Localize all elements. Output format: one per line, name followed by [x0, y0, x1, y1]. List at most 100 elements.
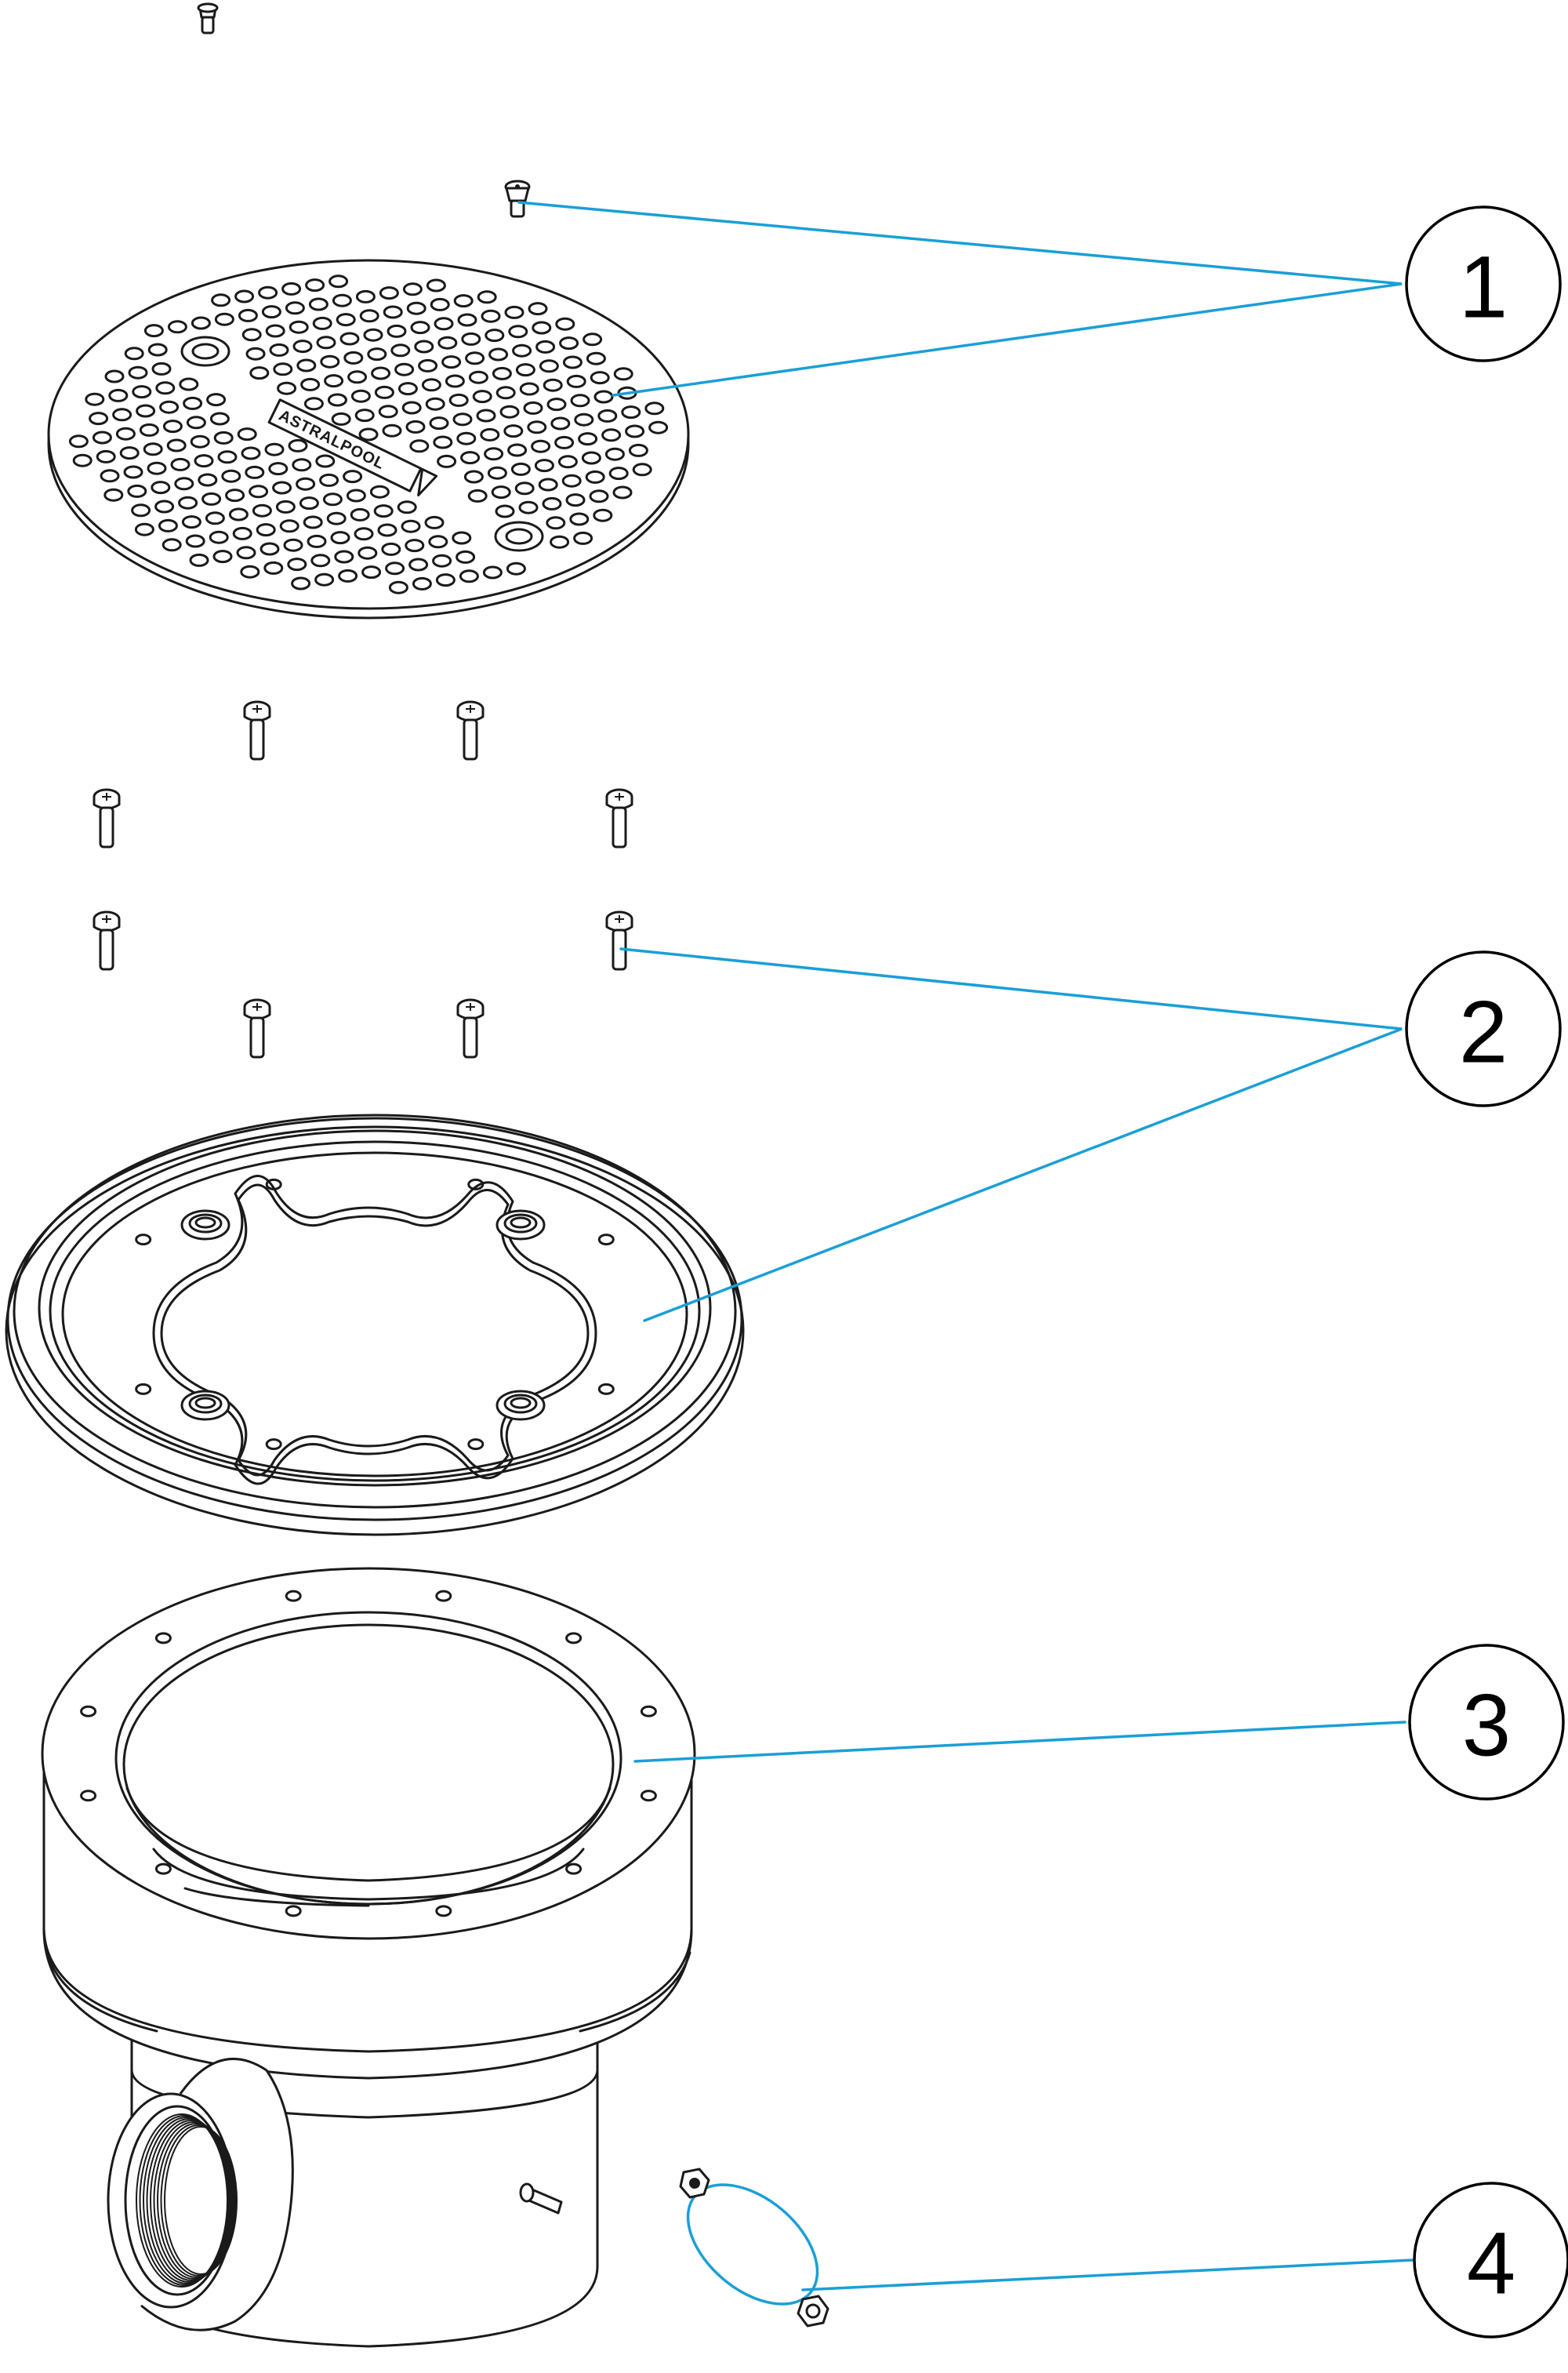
- grate-hole: [569, 512, 590, 526]
- grate-hole: [316, 336, 336, 350]
- grate-hole: [347, 370, 368, 384]
- grate-hole: [307, 534, 327, 548]
- grate-hole: [385, 561, 405, 576]
- grate-hole: [484, 447, 504, 461]
- grate-hole: [217, 450, 238, 464]
- grate-hole: [162, 420, 183, 434]
- frame-screw: [93, 910, 121, 971]
- grate-hole: [550, 416, 571, 431]
- grate-hole: [437, 454, 457, 468]
- grate-hole: [275, 500, 296, 514]
- grate-hole: [104, 369, 125, 383]
- flange-hole: [565, 1862, 583, 1875]
- grate-hole: [589, 489, 609, 503]
- drain-body: [41, 1567, 696, 2348]
- grate-hole: [283, 538, 303, 552]
- grate-hole: [112, 408, 132, 422]
- grate-hole: [518, 500, 539, 514]
- grate-hole: [147, 461, 167, 475]
- grate-hole: [272, 481, 292, 495]
- grate-hole: [435, 573, 456, 587]
- leader-2: [619, 947, 1403, 1322]
- grate-screw: [504, 180, 531, 218]
- grate-hole: [583, 333, 603, 347]
- grate-hole: [241, 446, 261, 460]
- grate-hole: [181, 515, 201, 529]
- grate-hole: [481, 309, 501, 323]
- grate-hole: [258, 285, 278, 300]
- grate-hole: [350, 389, 371, 403]
- grate-hole: [354, 527, 374, 541]
- grate-hole: [178, 496, 198, 510]
- grate-hole: [538, 478, 558, 492]
- grate-hole: [506, 561, 526, 576]
- grate-hole: [570, 394, 590, 408]
- grate-hole: [265, 324, 285, 338]
- callout-3: 3: [1408, 1644, 1565, 1801]
- grate-hole: [285, 301, 305, 315]
- grate-hole: [593, 508, 613, 522]
- grate-hole: [510, 462, 531, 476]
- grate-hole: [452, 412, 473, 427]
- grate-hole: [428, 535, 448, 549]
- grate-hole: [338, 569, 358, 583]
- grate-hole: [212, 550, 233, 564]
- grate-hole: [136, 404, 156, 418]
- grate-hole: [174, 477, 194, 491]
- leader-lines: [517, 201, 1414, 2291]
- grate-hole: [546, 516, 566, 530]
- grate-hole: [185, 534, 205, 548]
- grate-hole: [402, 282, 423, 296]
- grate-hole: [269, 343, 289, 357]
- grate-hole: [401, 401, 422, 415]
- grate-hole: [167, 320, 187, 334]
- grate-hole: [312, 316, 332, 330]
- grate-hole: [543, 378, 563, 392]
- grate-hole: [303, 397, 324, 411]
- grate-hole: [355, 289, 376, 303]
- grate-hole: [350, 507, 370, 521]
- grate-hole: [495, 504, 515, 518]
- grate-hole: [379, 286, 399, 300]
- grate-hole: [234, 289, 255, 303]
- frame-screw: [243, 700, 271, 761]
- flange-hole: [285, 1590, 302, 1602]
- frame-boss: [495, 1390, 546, 1421]
- grate-hole: [519, 382, 539, 396]
- grate-hole: [554, 435, 575, 449]
- grate-hole: [151, 481, 171, 495]
- grate-hole: [507, 443, 528, 457]
- grate-hole: [261, 305, 281, 319]
- grate-hole: [597, 409, 618, 423]
- grate-hole: [562, 355, 583, 369]
- grate-hole: [456, 431, 477, 445]
- grate-hole: [288, 438, 308, 452]
- grate-hole: [343, 351, 364, 365]
- grate-hole: [441, 355, 462, 369]
- grate-hole: [367, 347, 387, 362]
- grate-hole: [100, 469, 120, 483]
- grate-hole: [515, 363, 535, 377]
- grate-hole: [601, 428, 622, 442]
- grate-hole: [322, 492, 343, 507]
- thread-line: [164, 2126, 238, 2275]
- grate-hole: [383, 305, 403, 319]
- hex-nut: [797, 2295, 829, 2328]
- grate-hole: [532, 321, 552, 335]
- frame-hole: [135, 1234, 152, 1246]
- grate-hole: [314, 572, 335, 587]
- grate-hole: [186, 416, 206, 430]
- grate-hole: [531, 439, 551, 453]
- grate-hole: [300, 377, 321, 391]
- grate-hole: [225, 489, 245, 503]
- grate-hole: [504, 305, 524, 319]
- flange-hole: [640, 1790, 657, 1802]
- grate-hole: [131, 503, 151, 518]
- callout-2-label: 2: [1459, 983, 1508, 1081]
- grate-hole: [457, 313, 477, 327]
- grate-hole: [424, 515, 445, 529]
- frame-screws: [93, 700, 633, 1059]
- grate-hole: [527, 420, 547, 434]
- grate-hole: [296, 358, 317, 372]
